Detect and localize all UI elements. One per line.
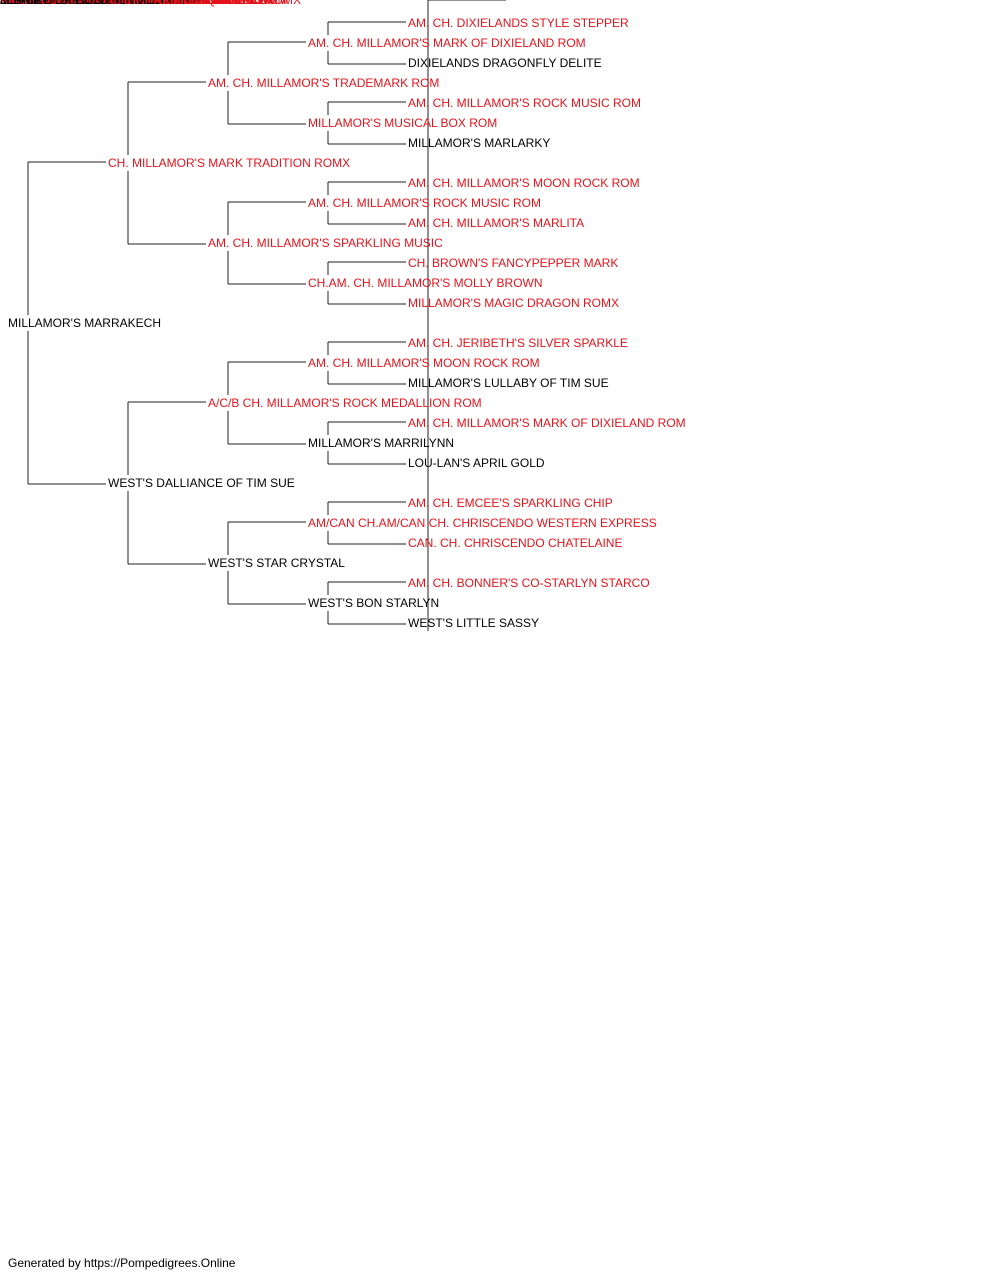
dog-label-genundefined-millamor-s-melody-box-rom: MILLAMOR'S MELODY BOX ROM [0,0,187,7]
dog-label-gen4-am-ch-bonner-s-co-starlyn-starco: AM. CH. BONNER'S CO-STARLYN STARCO [408,576,650,590]
dog-label-genundefined-model-s-gold-piece: MODEL'S GOLD PIECE [0,0,130,7]
dog-label-gen4-am-ch-dixielands-style-stepper: AM. CH. DIXIELANDS STYLE STEPPER [408,16,629,30]
dog-label-genundefined-am-ch-millamor-s-minute-box: AM. CH. MILLAMOR'S MINUTE BOX [0,0,200,7]
dog-label-genundefined-am-ch-millamor-s-magic-box: AM. CH. MILLAMOR'S MAGIC BOX [0,0,193,7]
dog-label-genundefined-millamor-s-harmony-of-tim-sue: MILLAMOR'S HARMONY OF TIM SUE [0,0,209,7]
generated-by-footer: Generated by https://Pompedigrees.Online [8,1256,236,1270]
dog-label-gen2-am-ch-millamor-s-trademark-rom: AM. CH. MILLAMOR'S TRADEMARK ROM [208,76,439,90]
dog-label-gen3-ch-am-ch-millamor-s-molly-brown: CH.AM. CH. MILLAMOR'S MOLLY BROWN [308,276,543,290]
dog-label-genundefined-am-ch-millamor-s-fancy-gold-dancer-rom: AM. CH. MILLAMOR'S FANCY GOLD DANCER ROM [0,0,287,7]
dog-label-genundefined-emcee-s-sparkling-hot-tamale-romx: EMCEE'S SPARKLING HOT TAMALE ROMX [0,0,242,7]
dog-label-genundefined-dixielands-dragonfly-delite: DIXIELANDS DRAGONFLY DELITE [0,0,194,7]
dog-label-genundefined-am-ch-bonner-s-starcrest-coquette: AM. CH. BONNER'S STARCREST COQUETTE [0,0,255,7]
connector-lines [27,0,506,631]
dog-label-gen4-am-ch-millamor-s-marlita: AM. CH. MILLAMOR'S MARLITA [408,216,584,230]
dog-label-gen2-a-c-b-ch-millamor-s-rock-medallion-rom: A/C/B CH. MILLAMOR'S ROCK MEDALLION ROM [208,396,482,410]
dog-label-genundefined-dixieland-s-little-judy: DIXIELAND'S LITTLE JUDY [0,0,151,7]
dog-label-genundefined-phil-s-sparkling-dragonfly: PHIL'S SPARKLING DRAGONFLY [0,0,185,7]
dog-label-gen2-west-s-star-crystal: WEST'S STAR CRYSTAL [208,556,345,570]
dog-label-genundefined-am-ch-millamor-s-mark-of-dixieland-rom: AM. CH. MILLAMOR'S MARK OF DIXIELAND ROM [0,0,278,7]
dog-label-gen4-am-ch-jeribeth-s-silver-sparkle: AM. CH. JERIBETH'S SILVER SPARKLE [408,336,628,350]
dog-label-genundefined-lll-mite-of-gold-minnie: LLL MITE OF GOLD MINNIE [0,0,154,7]
dog-label-gen3-millamor-s-musical-box-rom: MILLAMOR'S MUSICAL BOX ROM [308,116,497,130]
dog-label-genundefined-am-ch-millamor-s-fancy-gold-dancer-rom: AM. CH. MILLAMOR'S FANCY GOLD DANCER ROM [0,0,287,7]
dog-label-genundefined-lou-lan-s-token-of-friendship: LOU LAN'S TOKEN OF FRIENDSHIP [0,0,202,7]
dog-label-genundefined-am-ch-millamor-s-moon-rock-rom: AM. CH. MILLAMOR'S MOON ROCK ROM [0,0,232,7]
dog-label-genundefined-am-ch-bonner-s-stylepepper-preshus-romx: AM. CH. BONNER'S STYLEPEPPER PRESHUS ROM… [0,0,301,7]
dog-label-genundefined-am-ch-dixielands-style-stepper: AM. CH. DIXIELANDS STYLE STEPPER [0,0,221,7]
dog-label-genundefined-a-c-b-ch-millamor-s-rock-medallion-rom: A/C/B CH. MILLAMOR'S ROCK MEDALLION ROM [0,0,274,7]
dog-label-genundefined-millamor-s-lullaby-of-tim-sue: MILLAMOR'S LULLABY OF TIM SUE [0,0,201,7]
dog-label-gen4-can-ch-chriscendo-chatelaine: CAN. CH. CHRISCENDO CHATELAINE [408,536,622,550]
dog-label-gen4-am-ch-millamor-s-moon-rock-rom: AM. CH. MILLAMOR'S MOON ROCK ROM [408,176,640,190]
dog-label-gen3-am-ch-millamor-s-rock-music-rom: AM. CH. MILLAMOR'S ROCK MUSIC ROM [308,196,541,210]
dog-label-gen2-am-ch-millamor-s-sparkling-music: AM. CH. MILLAMOR'S SPARKLING MUSIC [208,236,443,250]
dog-label-gen3-west-s-bon-starlyn: WEST'S BON STARLYN [308,596,439,610]
dog-label-genundefined-am-ch-jeribeth-s-dragonfly-deuce-rom: AM. CH. JERIBETH'S DRAGONFLY DEUCE ROM [0,0,271,7]
dog-label-genundefined-silver-meadow-s-gay-lil-music: SILVER MEADOW'S GAY LIL MUSIC [0,0,200,7]
dog-label-genundefined-am-ch-jeribeth-s-dragonfly-deuce-rom: AM. CH. JERIBETH'S DRAGONFLY DEUCE ROM [0,0,271,7]
dog-label-gen3-millamor-s-marrilynn: MILLAMOR'S MARRILYNN [308,436,454,450]
dog-label-genundefined-am-ch-jeribeth-s-silver-sparkle: AM. CH. JERIBETH'S SILVER SPARKLE [0,0,220,7]
dog-label-genundefined-mercer-s-melodee-touch: MERCER'S MELODEE TOUCH [0,0,170,7]
dog-label-gen0-millamor-s-marrakech: MILLAMOR'S MARRAKECH [8,316,161,330]
dog-label-genundefined-jeribeth-s-izzisit: JERIBETH'S IZZISIT [0,0,112,7]
dog-label-genundefined-am-ch-bonner-s-fancyflame-pepper-b: AM. CH. BONNER'S FANCYFLAME PEPPER B [0,0,257,7]
dog-name-labels: MILLAMOR'S MARRAKECH CH. MILLAMOR'S MARK … [0,0,686,630]
dog-label-gen3-am-ch-millamor-s-mark-of-dixieland-rom: AM. CH. MILLAMOR'S MARK OF DIXIELAND ROM [308,36,586,50]
dog-label-gen4-lou-lan-s-april-gold: LOU-LAN'S APRIL GOLD [408,456,545,470]
dog-label-genundefined-bisch-corn-s-duke-dragonfly: BISCH. CORN'S DUKE DRAGONFLY [0,0,203,7]
dog-label-genundefined-ch-bonner-s-kristin-starmist-romx: CH. BONNER'S KRISTIN STARMIST ROMX [0,0,239,7]
dog-label-gen3-am-ch-millamor-s-moon-rock-rom: AM. CH. MILLAMOR'S MOON ROCK ROM [308,356,540,370]
dog-label-gen4-millamor-s-lullaby-of-tim-sue: MILLAMOR'S LULLABY OF TIM SUE [408,376,609,390]
dog-label-gen4-west-s-little-sassy: WEST'S LITTLE SASSY [408,616,539,630]
dog-label-gen4-ch-brown-s-fancypepper-mark: CH. BROWN'S FANCYPEPPER MARK [408,256,618,270]
dog-label-gen4-millamor-s-magic-dragon-romx: MILLAMOR'S MAGIC DRAGON ROMX [408,296,619,310]
dog-label-genundefined-am-ch-millamor-s-marlita: AM. CH. MILLAMOR'S MARLITA [0,0,176,7]
dog-label-gen3-am-can-ch-am-can-ch-chriscendo-western-express: AM/CAN CH.AM/CAN CH. CHRISCENDO WESTERN … [308,516,657,530]
dog-label-gen4-am-ch-emcee-s-sparkling-chip: AM. CH. EMCEE'S SPARKLING CHIP [408,496,613,510]
dog-label-gen1-west-s-dalliance-of-tim-sue: WEST'S DALLIANCE OF TIM SUE [108,476,295,490]
dog-label-gen4-am-ch-millamor-s-rock-music-rom: AM. CH. MILLAMOR'S ROCK MUSIC ROM [408,96,641,110]
dog-label-genundefined-am-ch-chips-of-diamond: AM. CH. CHIPS OF DIAMOND [0,0,166,7]
dog-label-gen1-ch-millamor-s-mark-tradition-romx: CH. MILLAMOR'S MARK TRADITION ROMX [108,156,350,170]
dog-label-gen4-dixielands-dragonfly-delite: DIXIELANDS DRAGONFLY DELITE [408,56,602,70]
dog-label-gen4-am-ch-millamor-s-mark-of-dixieland-rom: AM. CH. MILLAMOR'S MARK OF DIXIELAND ROM [408,416,686,430]
dog-label-gen4-millamor-s-marlarky: MILLAMOR'S MARLARKY [408,136,550,150]
dog-label-genundefined-am-ch-millamor-s-mark-of-dixieland-rom: AM. CH. MILLAMOR'S MARK OF DIXIELAND ROM [0,0,278,7]
